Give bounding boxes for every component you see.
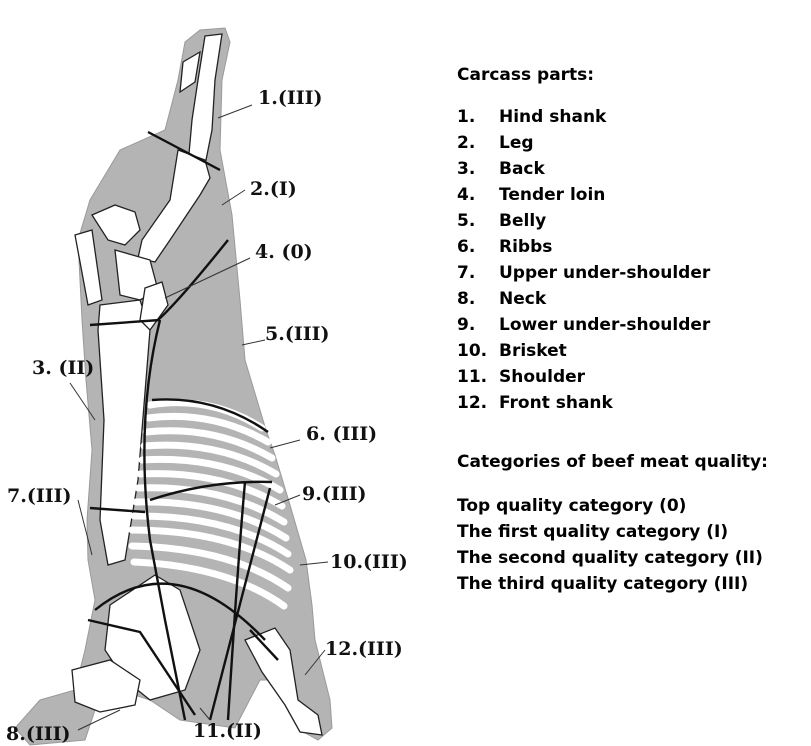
list-item: 3.Back [457,156,807,182]
part-number: 10. [457,338,499,364]
part-number: 4. [457,182,499,208]
list-item: 2.Leg [457,130,807,156]
list-item: 8.Neck [457,286,807,312]
part-number: 12. [457,390,499,416]
leader-line [242,340,265,345]
part-name: Ribbs [499,234,552,260]
list-item: 11.Shoulder [457,364,807,390]
callout-front-shank: 12.(III) [325,638,403,660]
callout-belly: 5.(III) [265,323,329,345]
part-name: Upper under-shoulder [499,260,710,286]
callout-hind-shank: 1.(III) [258,87,322,109]
part-number: 9. [457,312,499,338]
callout-ribbs: 6. (III) [306,423,377,445]
callout-lower-under-shoulder: 9.(III) [302,483,366,505]
part-number: 7. [457,260,499,286]
part-name: Hind shank [499,104,606,130]
part-name: Back [499,156,545,182]
quality-title: Categories of beef meat quality: [457,449,809,475]
callout-shoulder: 11.(II) [193,720,262,742]
list-item: 10.Brisket [457,338,807,364]
list-item: 5.Belly [457,208,807,234]
part-number: 3. [457,156,499,182]
leader-line [218,105,252,118]
part-number: 2. [457,130,499,156]
callout-back: 3. (II) [32,357,94,379]
callout-tender-loin: 4. (0) [255,241,313,263]
part-number: 11. [457,364,499,390]
list-item: 1.Hind shank [457,104,807,130]
part-number: 6. [457,234,499,260]
legend-title: Carcass parts: [457,62,807,88]
part-name: Front shank [499,390,613,416]
part-name: Tender loin [499,182,605,208]
leader-line [270,440,300,448]
parts-list: 1.Hind shank 2.Leg 3.Back 4.Tender loin … [457,104,807,416]
part-name: Belly [499,208,546,234]
quality-category-second: The second quality category (II) [457,545,809,571]
quality-categories: Categories of beef meat quality: Top qua… [457,449,809,597]
list-item: 12.Front shank [457,390,807,416]
part-number: 1. [457,104,499,130]
list-item: 7.Upper under-shoulder [457,260,807,286]
part-name: Leg [499,130,534,156]
part-name: Lower under-shoulder [499,312,710,338]
quality-category-first: The first quality category (I) [457,519,809,545]
callout-brisket: 10.(III) [330,551,408,573]
callout-upper-under-shoulder: 7.(III) [7,485,71,507]
part-number: 8. [457,286,499,312]
quality-category-third: The third quality category (III) [457,571,809,597]
quality-category-top: Top quality category (0) [457,493,809,519]
list-item: 6.Ribbs [457,234,807,260]
part-name: Shoulder [499,364,585,390]
carcass-parts-legend: Carcass parts: 1.Hind shank 2.Leg 3.Back… [457,62,807,416]
callout-leg: 2.(I) [250,178,297,200]
carcass-diagram: 1.(III) 2.(I) 3. (II) 4. (0) 5.(III) 6. … [0,0,440,746]
callout-neck: 8.(III) [6,723,70,745]
part-name: Neck [499,286,546,312]
part-number: 5. [457,208,499,234]
list-item: 4.Tender loin [457,182,807,208]
part-name: Brisket [499,338,567,364]
list-item: 9.Lower under-shoulder [457,312,807,338]
